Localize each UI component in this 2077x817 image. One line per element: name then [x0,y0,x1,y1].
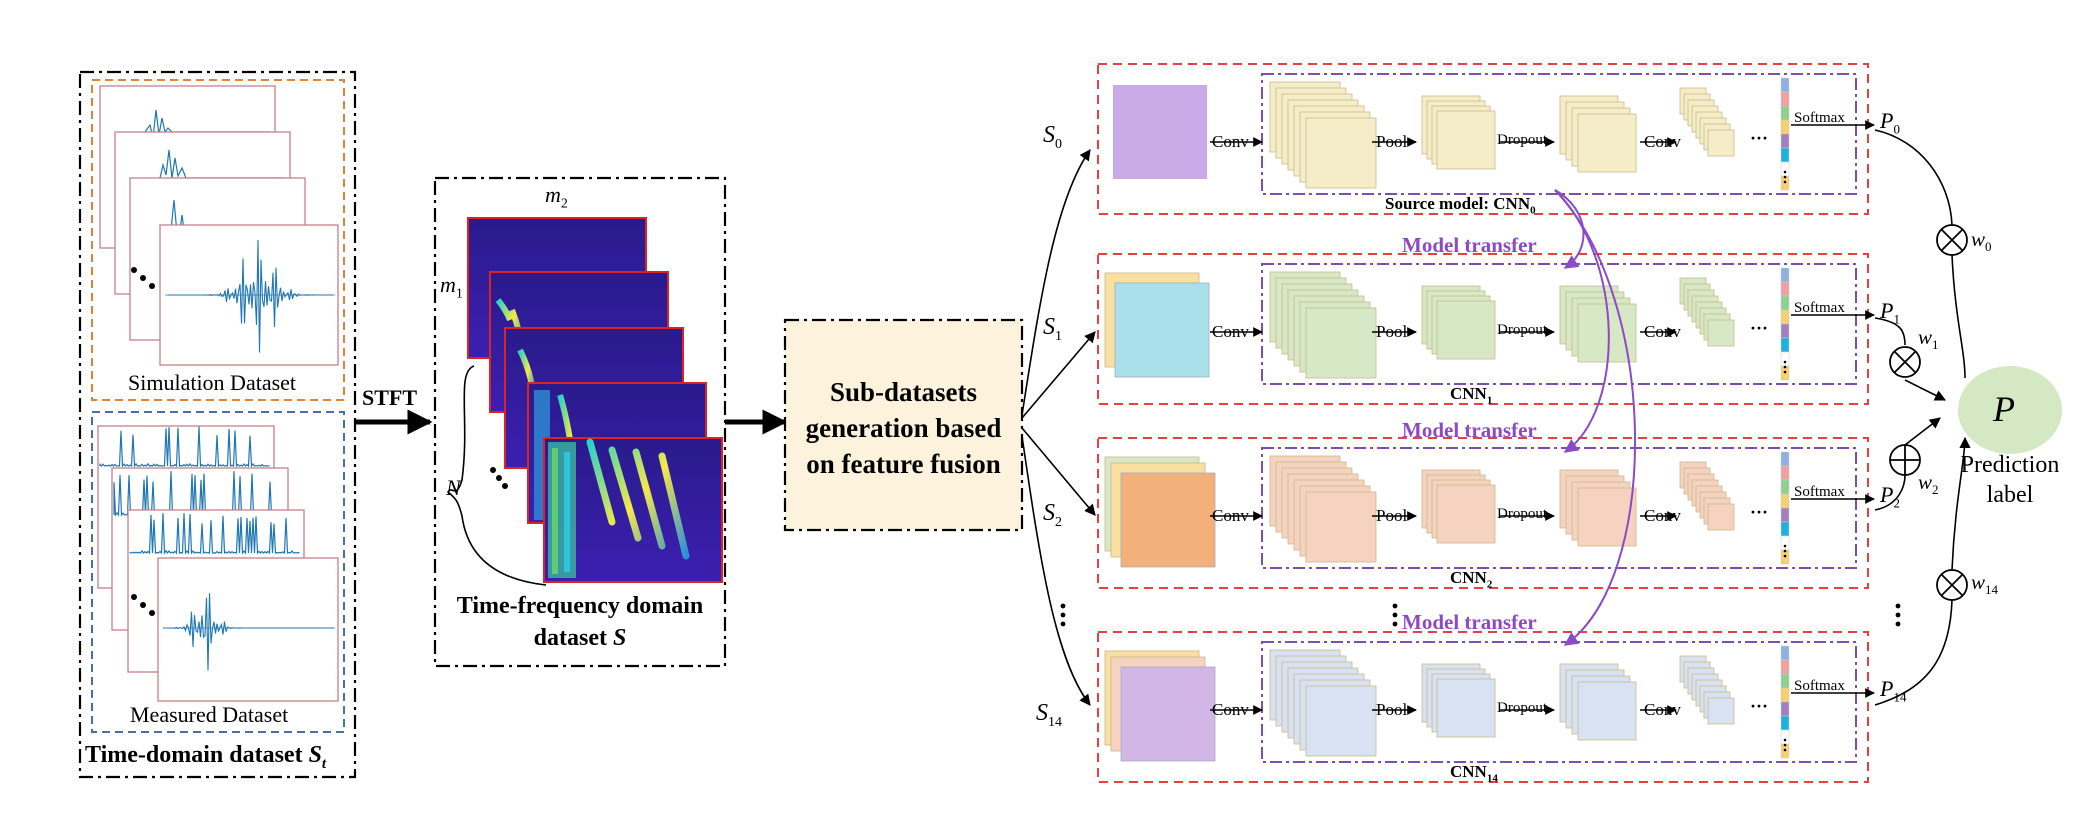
cnn-caption-1: CNN1 [1450,384,1493,407]
ellipsis-label-3: ··· [1750,696,1769,716]
s-label-3: S14 [1036,700,1062,730]
fusion-lines [1874,129,1971,706]
spectrogram-stack [467,217,723,583]
conv2-label-0: Conv [1644,132,1681,151]
w14-multiply-icon [1936,569,1968,601]
simulation-label: Simulation Dataset [128,370,297,395]
multiply-circles [1889,224,1968,601]
subgen-label: Sub-datasets generation based on feature… [805,377,1002,479]
model-transfer-label-2: Model transfer [1402,610,1537,634]
subgen-box [783,318,1024,532]
ellipsis-label-2: ··· [1750,502,1769,522]
pool-label-1: Pool [1376,322,1408,341]
p-label-1: P1 [1880,298,1900,327]
model-transfer-label-1: Model transfer [1402,418,1537,442]
row-ellipsis [1060,603,1901,627]
dropout-label-0: Dropout [1497,132,1547,148]
pool-label-3: Pool [1376,700,1408,719]
w1-multiply-icon [1889,346,1921,378]
s-label-2: S2 [1043,500,1062,530]
time-domain-title: Time-domain dataset St [85,742,327,772]
m2-label: m2 [545,182,568,212]
dropout-label-3: Dropout [1497,700,1547,716]
s-label-0: S0 [1043,122,1062,152]
cnn-row-3 [1097,631,1875,783]
branch-arrows [1021,149,1096,706]
conv2-label-2: Conv [1644,506,1681,525]
w0-multiply-icon [1936,224,1968,256]
model-transfer-arcs [1554,189,1636,646]
m1-label: m1 [440,272,463,302]
conv-label-0: Conv [1212,132,1249,151]
cnn-row-0 [1097,63,1875,215]
n-brace [446,365,547,586]
measured-label: Measured Dataset [130,702,289,727]
cnn-rows [1097,63,1875,783]
softmax-label-3: Softmax [1794,678,1845,694]
cnn-row-2 [1097,437,1875,589]
conv-label-2: Conv [1212,506,1249,525]
n-label: N [446,475,461,500]
pool-label-0: Pool [1376,132,1408,151]
softmax-label-1: Softmax [1794,300,1845,316]
cnn-row-1 [1097,253,1875,405]
tf-title: Time-frequency domain dataset S [456,593,704,651]
dropout-label-2: Dropout [1497,506,1547,522]
prediction-symbol: P [1993,389,2015,429]
w-label-0: w0 [1971,227,1992,255]
softmax-label-2: Softmax [1794,484,1845,500]
w-label-3: w14 [1971,570,1999,598]
p-label-2: P2 [1880,482,1900,511]
cnn-caption-3: CNN14 [1450,762,1498,785]
cnn-caption-0: Source model: CNN0 [1385,194,1536,217]
s-label-1: S1 [1043,314,1062,344]
conv2-label-1: Conv [1644,322,1681,341]
model-transfer-label-0: Model transfer [1402,233,1537,257]
time-domain-dataset-box [78,70,357,779]
prediction-label: Prediction label [1960,452,2060,508]
conv-label-1: Conv [1212,322,1249,341]
measured-signal-stack [97,425,339,702]
cnn-caption-2: CNN2 [1450,568,1493,591]
simulation-signal-stack [99,85,339,366]
w-label-2: w2 [1918,470,1939,498]
conv-label-3: Conv [1212,700,1249,719]
p-label-0: P0 [1880,108,1900,137]
conv2-label-3: Conv [1644,700,1681,719]
pool-label-2: Pool [1376,506,1408,525]
ellipsis-label-1: ··· [1750,318,1769,338]
stft-label: STFT [362,385,418,410]
softmax-label-0: Softmax [1794,110,1845,126]
dropout-label-1: Dropout [1497,322,1547,338]
prediction-ellipse [1958,366,2062,454]
w2-add-icon [1889,444,1921,476]
ellipsis-label-0: ··· [1750,128,1769,148]
p-label-3: P14 [1880,676,1907,705]
w-label-1: w1 [1918,325,1939,353]
